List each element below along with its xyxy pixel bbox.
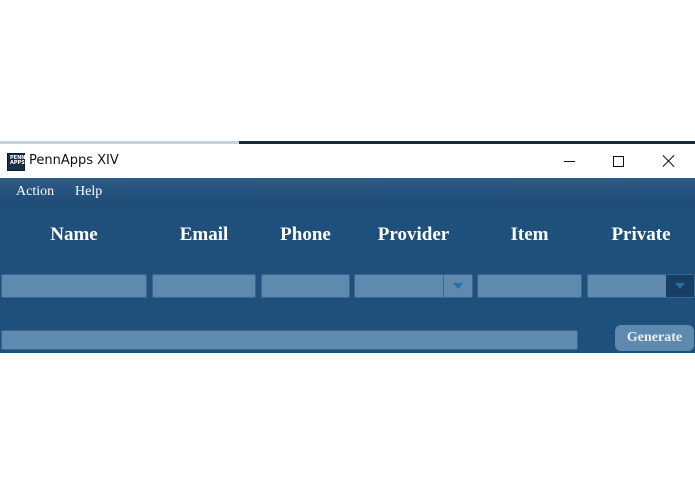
- menu-help[interactable]: Help: [75, 184, 103, 199]
- desktop-strip-dark: [239, 141, 695, 144]
- pennapps-logo-icon: PENN APPS: [7, 153, 25, 171]
- private-select[interactable]: [587, 274, 695, 298]
- email-input[interactable]: [152, 274, 256, 298]
- form-panel: Name Email Phone Provider Item Private G…: [0, 206, 695, 353]
- column-header-name: Name: [50, 224, 98, 245]
- column-header-provider: Provider: [377, 224, 450, 245]
- column-header-email: Email: [179, 224, 229, 245]
- maximize-icon: [612, 155, 624, 167]
- chevron-down-icon: [453, 283, 463, 289]
- name-input[interactable]: [1, 274, 147, 298]
- minimize-icon: [563, 160, 575, 162]
- provider-select[interactable]: [354, 274, 473, 298]
- app-window: PENN APPS PennApps XIV Action Help Name …: [0, 144, 695, 353]
- maximize-button[interactable]: [595, 144, 641, 178]
- private-dropdown-button[interactable]: [666, 275, 694, 297]
- menu-bar: Action Help: [0, 178, 695, 206]
- item-input[interactable]: [477, 274, 582, 298]
- provider-dropdown-button[interactable]: [443, 275, 472, 297]
- minimize-button[interactable]: [546, 144, 592, 178]
- phone-input[interactable]: [261, 274, 350, 298]
- menu-action[interactable]: Action: [16, 184, 55, 199]
- column-header-item: Item: [510, 224, 549, 245]
- desktop-strip-light: [0, 141, 239, 144]
- window-title: PennApps XIV: [29, 153, 119, 168]
- title-bar[interactable]: PENN APPS PennApps XIV: [0, 144, 695, 178]
- chevron-down-icon: [675, 283, 685, 289]
- generate-button[interactable]: Generate: [615, 325, 694, 351]
- column-header-private: Private: [611, 224, 671, 245]
- output-field[interactable]: [1, 330, 578, 350]
- column-header-phone: Phone: [280, 224, 331, 245]
- close-button[interactable]: [646, 144, 692, 178]
- close-icon: [663, 155, 675, 167]
